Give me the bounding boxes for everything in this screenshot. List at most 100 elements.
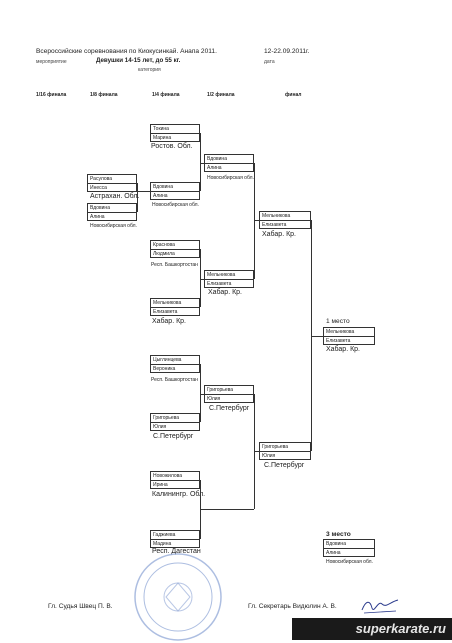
- bracket-connector: [200, 279, 204, 280]
- athlete-name: Алина: [324, 548, 374, 557]
- bracket-connector: [137, 183, 138, 212]
- athlete-surname: Вдовина: [153, 184, 173, 190]
- athlete-surname: Мельникова: [326, 329, 355, 335]
- athlete-surname: Гаджиева: [153, 532, 176, 538]
- athlete-name: Мадина: [151, 539, 199, 548]
- athlete-region: Хабар. Кр.: [262, 231, 297, 238]
- first-place-slot: Мельникова Елизавета: [323, 327, 375, 345]
- bracket-connector: [137, 191, 150, 192]
- athlete-region: С.Петербург: [209, 405, 250, 412]
- bracket-connector: [311, 336, 323, 337]
- athlete-surname: Мельникова: [262, 213, 291, 219]
- athlete-name: Елизавета: [151, 307, 199, 316]
- athlete-region: С.Петербург: [264, 462, 305, 469]
- athlete-region: Новосибирская обл.: [90, 223, 137, 229]
- athlete-region: С.Петербург: [153, 433, 194, 440]
- athlete-name: Юлия: [260, 451, 310, 460]
- bracket-slot-r8-7: Новожилова Ирина: [150, 471, 200, 489]
- bracket-slot-r16-2: Вдовина Алина: [87, 203, 137, 221]
- athlete-name: Инесса: [88, 183, 136, 192]
- athlete-name: Юлия: [205, 394, 253, 403]
- athlete-name: Елизавета: [324, 336, 374, 345]
- athlete-surname: Григорьева: [262, 444, 289, 450]
- watermark-banner: superkarate.ru: [292, 618, 452, 640]
- bracket-connector: [200, 394, 204, 395]
- round-label-qf: 1/4 финала: [152, 92, 180, 98]
- bracket-connector: [254, 163, 255, 279]
- bracket-slot-r8-6: Григорьева Юлия: [150, 413, 200, 431]
- category-title: Девушки 14-15 лет, до 55 кг.: [96, 57, 181, 64]
- bracket-connector: [254, 451, 259, 452]
- round-label-final: финал: [285, 92, 302, 98]
- bracket-slot-qf-2: Мельникова Елизавета: [204, 270, 254, 288]
- athlete-region: Респ. Башкортостан: [151, 377, 198, 383]
- category-label: категория: [138, 67, 161, 73]
- bracket-connector: [200, 249, 201, 307]
- athlete-region: Ростов. Обл.: [151, 143, 193, 150]
- event-dates: 12-22.09.2011г.: [264, 48, 310, 55]
- athlete-surname: Мельникова: [153, 300, 182, 306]
- chief-secretary: Гл. Секретарь Видюлин А. В.: [248, 603, 337, 610]
- athlete-surname: Цыглинцева: [153, 357, 182, 363]
- bracket-slot-qf-3: Григорьева Юлия: [204, 385, 254, 403]
- bracket-connector: [200, 509, 254, 510]
- athlete-name: Юлия: [151, 422, 199, 431]
- bracket-connector: [200, 133, 201, 191]
- athlete-surname: Григорьева: [207, 387, 234, 393]
- athlete-name: Алина: [88, 212, 136, 221]
- athlete-name: Алина: [151, 191, 199, 200]
- athlete-region: Новосибирская обл.: [326, 559, 373, 565]
- athlete-name: Вероника: [151, 364, 199, 373]
- bracket-slot-r8-2: Вдовина Алина: [150, 182, 200, 200]
- athlete-region: Новосибирская обл.: [207, 175, 254, 181]
- athlete-region: Новосибирская обл.: [152, 202, 199, 208]
- athlete-region: Калинингр. Обл.: [152, 491, 206, 498]
- athlete-surname: Вдовина: [90, 205, 110, 211]
- bracket-connector: [311, 220, 312, 451]
- athlete-name: Ирина: [151, 480, 199, 489]
- athlete-region: Хабар. Кр.: [208, 289, 243, 296]
- athlete-surname: Григорьева: [153, 415, 180, 421]
- athlete-surname: Вдовина: [207, 156, 227, 162]
- watermark-text: superkarate.ru: [355, 621, 446, 636]
- bracket-slot-sf-2: Григорьева Юлия: [259, 442, 311, 460]
- athlete-surname: Новожилова: [153, 473, 182, 479]
- athlete-region: Хабар. Кр.: [152, 318, 187, 325]
- athlete-region: Хабар. Кр.: [326, 346, 361, 353]
- first-place-label: 1 место: [326, 318, 350, 325]
- date-label: дата: [264, 59, 275, 65]
- bracket-slot-r8-5: Цыглинцева Вероника: [150, 355, 200, 373]
- round-label-r8: 1/8 финала: [90, 92, 118, 98]
- athlete-surname: Краснова: [153, 242, 175, 248]
- athlete-name: Елизавета: [260, 220, 310, 229]
- third-place-slot: Вдовина Алина: [323, 539, 375, 557]
- athlete-name: Елизавета: [205, 279, 253, 288]
- bracket-slot-r8-4: Мельникова Елизавета: [150, 298, 200, 316]
- bracket-slot-r16-1: Расулова Инесса: [87, 174, 137, 192]
- stamp-seal-icon: [134, 553, 222, 641]
- event-label: мероприятие: [36, 59, 67, 65]
- bracket-slot-r8-3: Краснова Людмила: [150, 240, 200, 258]
- athlete-name: Людмила: [151, 249, 199, 258]
- bracket-slot-r8-8: Гаджиева Мадина: [150, 530, 200, 548]
- bracket-slot-sf-1: Мельникова Елизавета: [259, 211, 311, 229]
- athlete-surname: Мельникова: [207, 272, 236, 278]
- athlete-name: Алина: [205, 163, 253, 172]
- round-label-sf: 1/2 финала: [207, 92, 235, 98]
- athlete-surname: Расулова: [90, 176, 112, 182]
- third-place-label: 3 место: [326, 531, 351, 538]
- athlete-surname: Вдовина: [326, 541, 346, 547]
- event-title: Всероссийские соревнования по Киокусинка…: [36, 48, 217, 55]
- signature: [361, 599, 399, 614]
- chief-judge: Гл. Судья Швец П. В.: [48, 603, 113, 610]
- athlete-surname: Токина: [153, 126, 169, 132]
- round-label-r16: 1/16 финала: [36, 92, 67, 98]
- bracket-slot-r8-1: Токина Марина: [150, 124, 200, 142]
- athlete-region: Респ. Башкортостан: [151, 262, 198, 268]
- athlete-region: Астрахан. Обл.: [90, 193, 140, 200]
- bracket-connector: [254, 220, 259, 221]
- athlete-name: Марина: [151, 133, 199, 142]
- bracket-connector: [200, 364, 201, 422]
- bracket-connector: [200, 163, 204, 164]
- bracket-slot-qf-1: Вдовина Алина: [204, 154, 254, 172]
